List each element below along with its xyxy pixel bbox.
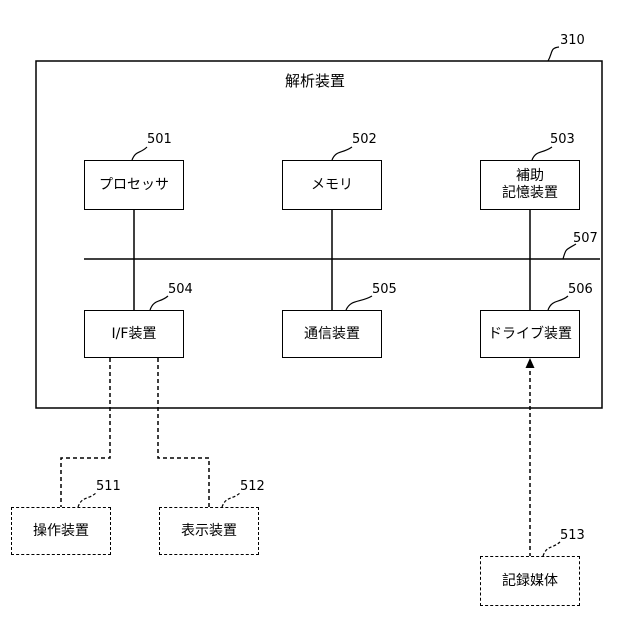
comm-device-label: 通信装置 [304,326,360,343]
memory-label: メモリ [311,177,353,194]
leader-503 [532,147,552,160]
processor-box: プロセッサ [84,160,184,210]
ref-513: 513 [560,529,585,543]
leader-502 [332,147,352,160]
leader-506 [548,296,568,310]
display-device-label: 表示装置 [181,523,237,540]
ref-503: 503 [550,133,575,147]
if-device-box: I/F装置 [84,310,184,358]
if-device-label: I/F装置 [112,326,157,343]
leader-513 [543,542,560,556]
aux-storage-label-line2: 記憶装置 [502,185,558,202]
leader-501 [132,147,147,160]
ref-507: 507 [573,232,598,246]
ref-310: 310 [560,34,585,48]
ref-502: 502 [352,133,377,147]
ref-511: 511 [96,480,121,494]
leader-504 [150,296,168,310]
recording-medium-label: 記録媒体 [502,573,558,590]
dashed-link-display [158,358,209,507]
drive-device-box: ドライブ装置 [480,310,580,358]
leader-310 [548,47,559,61]
operation-device-label: 操作装置 [33,523,89,540]
ref-506: 506 [568,283,593,297]
aux-storage-label-line1: 補助 [502,168,558,185]
ref-505: 505 [372,283,397,297]
drive-device-label: ドライブ装置 [488,326,572,343]
leader-505 [346,296,372,310]
analysis-device-title: 解析装置 [285,73,345,89]
aux-storage-box: 補助 記憶装置 [480,160,580,210]
memory-box: メモリ [282,160,382,210]
comm-device-box: 通信装置 [282,310,382,358]
operation-device-box: 操作装置 [11,507,111,555]
leader-512 [222,493,240,507]
recording-medium-box: 記録媒体 [480,556,580,606]
arrow-head-medium [526,358,535,368]
display-device-box: 表示装置 [159,507,259,555]
ref-504: 504 [168,283,193,297]
ref-512: 512 [240,480,265,494]
leader-507 [563,244,576,259]
ref-501: 501 [147,133,172,147]
processor-label: プロセッサ [99,177,169,194]
leader-511 [78,493,96,507]
